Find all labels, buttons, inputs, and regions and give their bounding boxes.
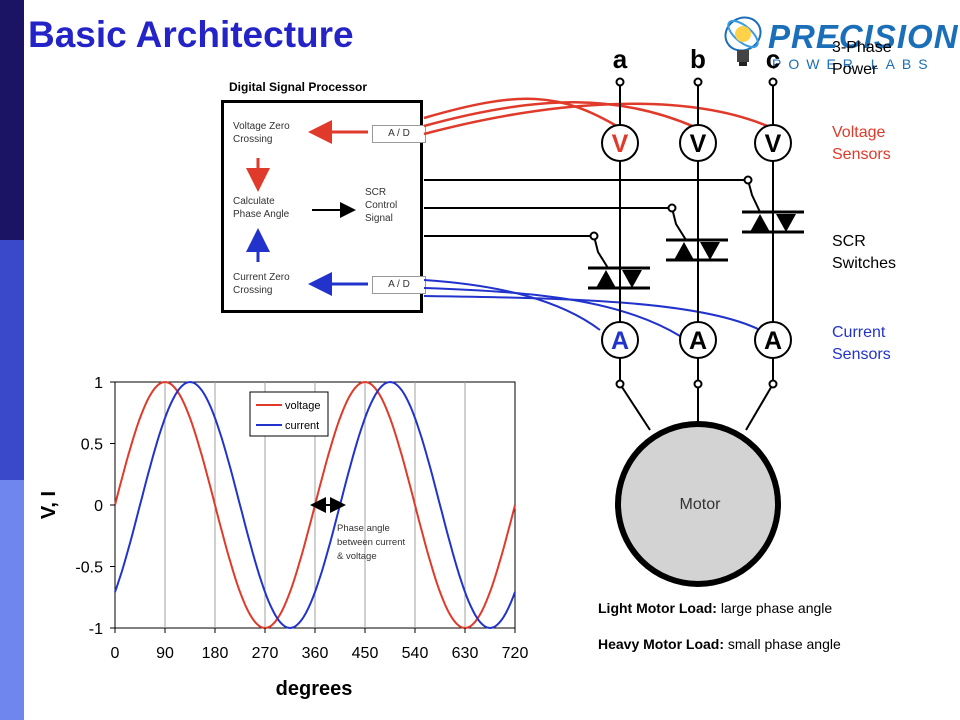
legend-current-label: current [285, 420, 319, 432]
voltage-sensor-c: V [754, 124, 792, 162]
terminals [589, 77, 778, 389]
x-tick-label: 630 [452, 645, 479, 662]
annotation-line-1: Phase angle [337, 523, 390, 534]
heavy-load-note: Heavy Motor Load: small phase angle [598, 636, 841, 652]
sidebar-band-light [0, 480, 24, 720]
phase-label-a: a [613, 44, 628, 74]
motor: Motor [615, 421, 781, 587]
voltage-sensor-b: V [679, 124, 717, 162]
phase-angle-annotation: Phase angle between current & voltage [310, 497, 405, 562]
voltage-sensor-c-label: V [765, 130, 782, 158]
lightbulb-icon [724, 16, 762, 66]
x-tick-label: 90 [156, 645, 174, 662]
y-tick-label: 1 [94, 375, 103, 392]
chart-x-ticks: 0 90 180 270 360 450 540 630 720 [111, 628, 529, 662]
current-sensor-c-label: A [764, 327, 782, 355]
voltage-sensor-a: V [601, 124, 639, 162]
current-sensor-b: A [679, 321, 717, 359]
dsp-internal-arrows [246, 120, 368, 296]
series-line-current [114, 380, 516, 630]
chart-y-ticks: 1 0.5 0 -0.5 -1 [75, 375, 115, 638]
slide-title: Basic Architecture [28, 14, 354, 55]
dsp-title: Digital Signal Processor [229, 80, 368, 94]
x-tick-label: 180 [202, 645, 229, 662]
x-tick-label: 270 [252, 645, 279, 662]
x-tick-label: 0 [111, 645, 120, 662]
phase-label-b: b [690, 44, 706, 74]
y-tick-label: -0.5 [75, 560, 103, 577]
sidebar-band-dark [0, 0, 24, 240]
chart-x-label: degrees [276, 678, 353, 700]
x-tick-label: 720 [502, 645, 529, 662]
motor-label: Motor [680, 496, 722, 513]
annotation-line-2: between current [337, 537, 405, 548]
scr-switch-b [666, 238, 728, 262]
chart-y-label: V, I [38, 491, 60, 519]
logo-subtitle: POWER LABS [772, 56, 935, 72]
slide-sidebar [0, 0, 24, 720]
light-load-note: Light Motor Load: large phase angle [598, 600, 833, 616]
annotation-line-3: & voltage [337, 551, 377, 562]
x-tick-label: 540 [402, 645, 429, 662]
y-tick-label: -1 [89, 621, 103, 638]
x-tick-label: 450 [352, 645, 379, 662]
current-sensor-c: A [754, 321, 792, 359]
phase-label-c: c [766, 44, 780, 74]
y-tick-label: 0.5 [81, 437, 103, 454]
voltage-sensor-a-label: V [612, 130, 629, 158]
sidebar-band-medium [0, 240, 24, 480]
voltage-sensor-b-label: V [690, 130, 707, 158]
chart-legend: voltage current [249, 391, 329, 437]
scr-switch-a [588, 266, 650, 290]
legend-voltage-label: voltage [285, 400, 320, 412]
scr-switch-c [742, 210, 804, 234]
ad-converter-current: A / D [372, 276, 426, 294]
y-tick-label: 0 [94, 498, 103, 515]
voltage-current-chart: 0 90 180 270 360 450 540 630 720 1 0.5 0 -0.5 -1 deg… [38, 375, 528, 700]
company-logo: PRECISION POWER LABS [718, 6, 958, 86]
voltage-sense-wires [423, 97, 773, 136]
current-sensor-a-label: A [611, 327, 629, 355]
current-sensor-b-label: A [689, 327, 707, 355]
current-sensor-a: A [601, 321, 639, 359]
x-tick-label: 360 [302, 645, 329, 662]
logo-wordmark: PRECISION [768, 18, 959, 55]
scr-control-wires [424, 179, 761, 269]
